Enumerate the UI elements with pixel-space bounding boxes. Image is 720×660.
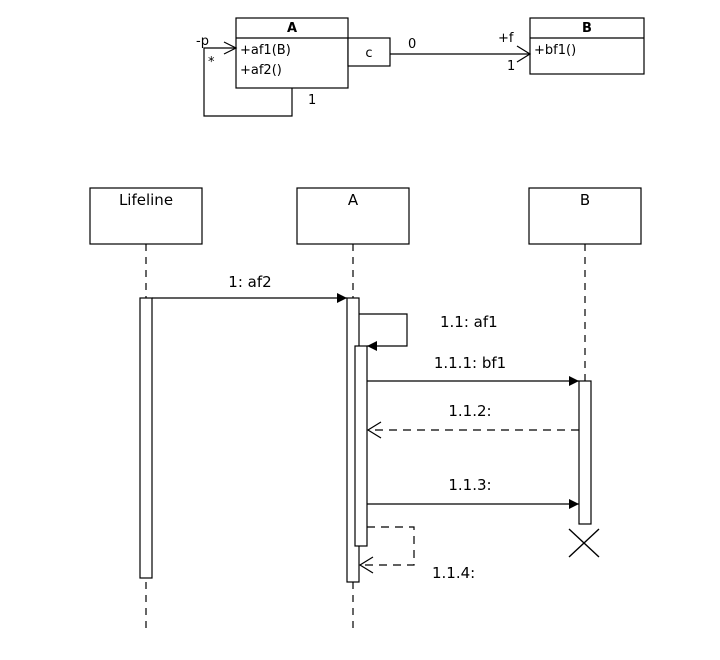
message-1-1-2-return[interactable]: 1.1.2: <box>366 402 579 439</box>
message-label: 1.1.2: <box>448 402 491 420</box>
association-source-multiplicity: 0 <box>408 37 416 52</box>
class-a[interactable]: A +af1(B) +af2() <box>235 17 349 89</box>
message-label: 1.1.3: <box>448 476 491 494</box>
activation-lifeline <box>139 297 153 579</box>
message-label: 1.1.1: bf1 <box>434 354 506 372</box>
activation-b <box>578 380 592 525</box>
lifeline-head-a[interactable]: A <box>296 187 410 245</box>
qualifier-c: c <box>347 37 391 67</box>
sequence-diagram: Lifeline A B 1: af2 1.1: af1 <box>89 187 642 632</box>
class-b-name: B <box>582 21 592 36</box>
lifeline-name: Lifeline <box>119 191 173 209</box>
activation-a-nested <box>354 345 368 547</box>
message-label: 1.1: af1 <box>440 313 498 331</box>
lifeline-head-lifeline[interactable]: Lifeline <box>89 187 203 245</box>
message-label: 1.1.4: <box>432 564 475 582</box>
association-target-role: +f <box>498 31 514 46</box>
destruction-marker-b <box>568 528 600 558</box>
association-a-b: 0 +f 1 <box>390 31 532 74</box>
message-1-af2[interactable]: 1: af2 <box>152 273 347 303</box>
class-b-operation-bf1: +bf1() <box>534 43 576 58</box>
qualifier-label: c <box>365 46 372 61</box>
self-association-a: -p * 1 <box>196 34 316 117</box>
message-label: 1: af2 <box>228 273 271 291</box>
self-association-multiplicity-near: * <box>208 55 215 70</box>
message-1-1-af1[interactable]: 1.1: af1 <box>359 313 498 351</box>
message-1-1-1-bf1[interactable]: 1.1.1: bf1 <box>367 354 579 386</box>
lifeline-b-name: B <box>580 191 590 209</box>
class-b[interactable]: B +bf1() <box>529 17 645 75</box>
message-1-1-4-return[interactable]: 1.1.4: <box>358 526 475 582</box>
class-a-operation-af2: +af2() <box>240 63 282 78</box>
class-a-operation-af1: +af1(B) <box>240 43 291 58</box>
lifeline-a-name: A <box>348 191 359 209</box>
lifeline-head-b[interactable]: B <box>528 187 642 245</box>
class-diagram: A +af1(B) +af2() c B +bf1() 0 +f 1 <box>196 17 645 117</box>
class-a-name: A <box>287 21 297 36</box>
self-association-multiplicity-far: 1 <box>308 93 316 108</box>
association-target-multiplicity: 1 <box>507 59 515 74</box>
self-association-role: -p <box>196 34 209 49</box>
message-1-1-3[interactable]: 1.1.3: <box>367 476 579 509</box>
